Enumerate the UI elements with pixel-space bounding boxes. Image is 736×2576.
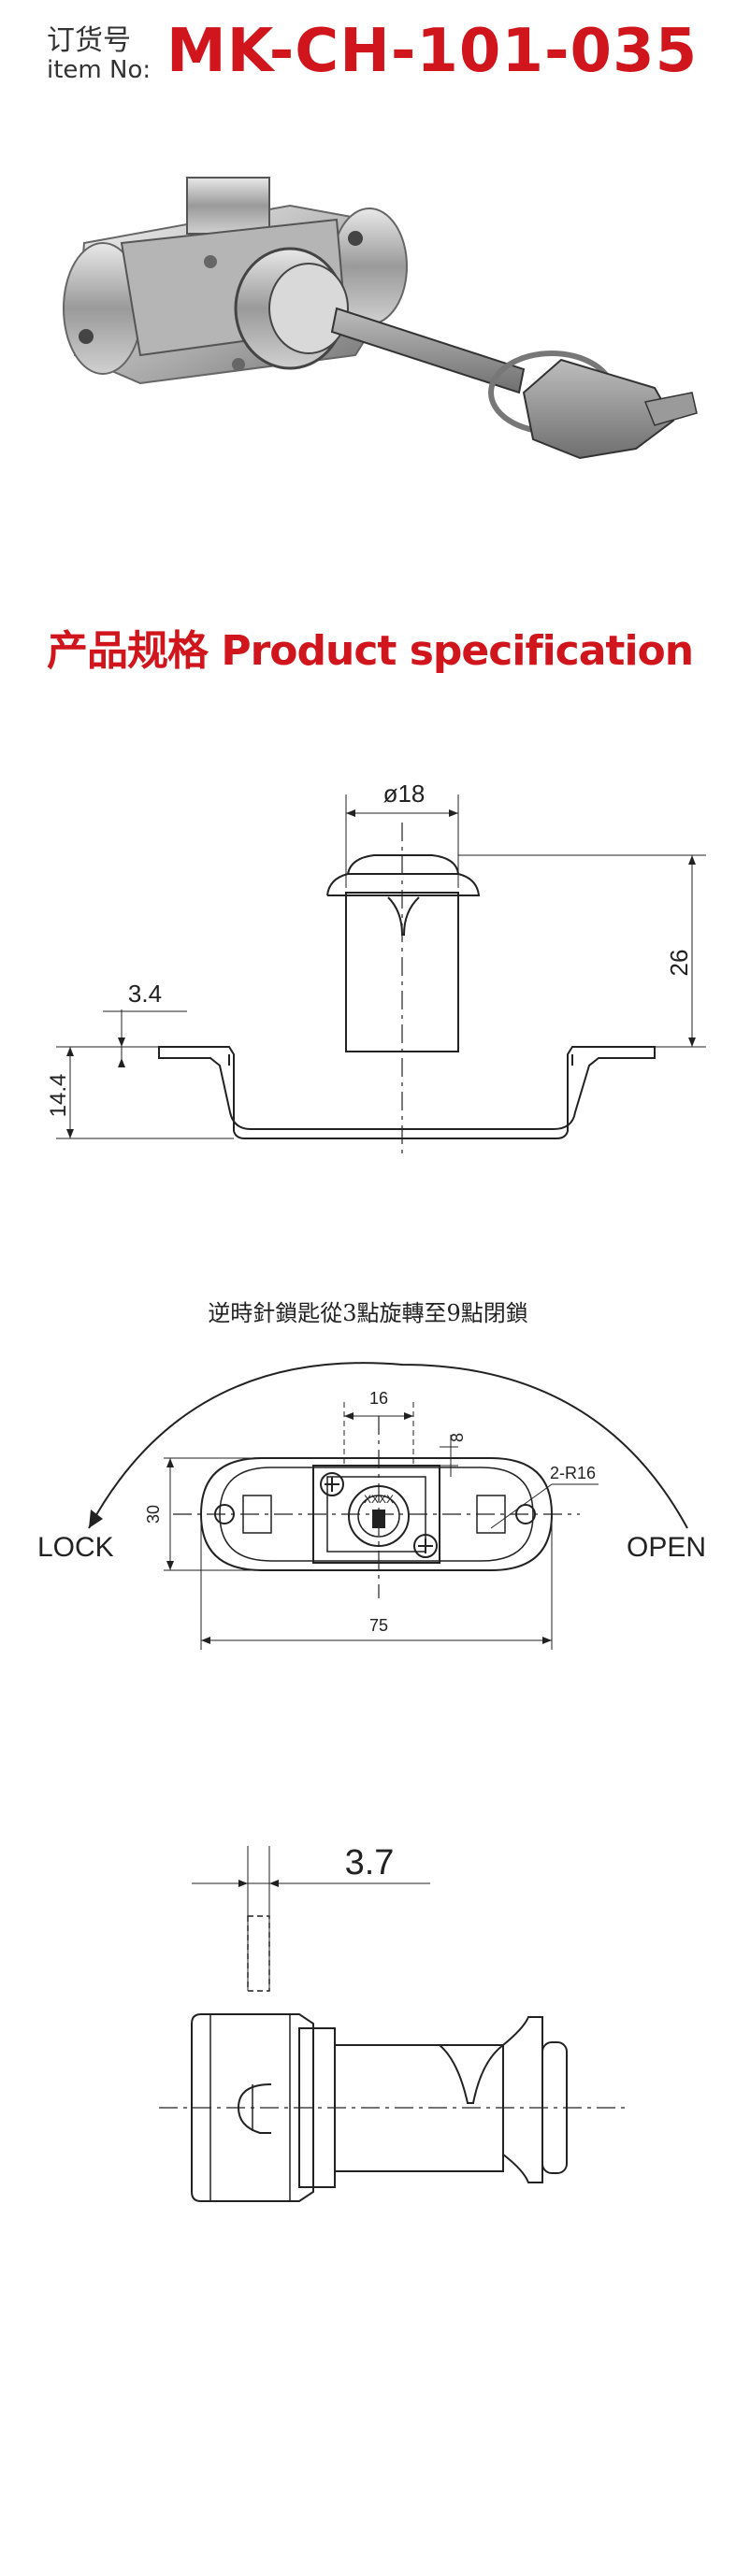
top-view-drawing: 3.7	[159, 1843, 627, 2202]
item-number: MK-CH-101-035	[166, 17, 699, 86]
lock-label: LOCK	[37, 1532, 114, 1563]
dim-thickness: 3.4	[128, 980, 162, 1008]
dim-width: 75	[369, 1616, 388, 1635]
front-view-drawing: LOCK OPEN XXXX 16 8 2-R16 30 75	[37, 1362, 706, 1650]
dim-small: 8	[448, 1433, 467, 1442]
item-label-cn: 订货号	[47, 24, 131, 57]
open-label: OPEN	[627, 1532, 706, 1563]
dim-height-front: 30	[144, 1505, 163, 1524]
dim-depth: 14.4	[46, 1074, 71, 1118]
dim-bolt: 3.7	[345, 1843, 395, 1882]
dim-radius: 2-R16	[550, 1464, 596, 1482]
product-photo	[63, 177, 698, 460]
dim-diameter: ø18	[383, 780, 426, 808]
dim-height: 26	[665, 950, 693, 977]
section-title: 产品规格 Product specification	[47, 627, 694, 675]
item-label-en: item No:	[47, 56, 152, 84]
dim-width-top: 16	[369, 1389, 388, 1408]
side-view-drawing: ø18 26 3.4 14.4	[46, 780, 706, 1159]
rotation-caption: 逆時針鎖匙從3點旋轉至9點閉鎖	[208, 1300, 528, 1326]
